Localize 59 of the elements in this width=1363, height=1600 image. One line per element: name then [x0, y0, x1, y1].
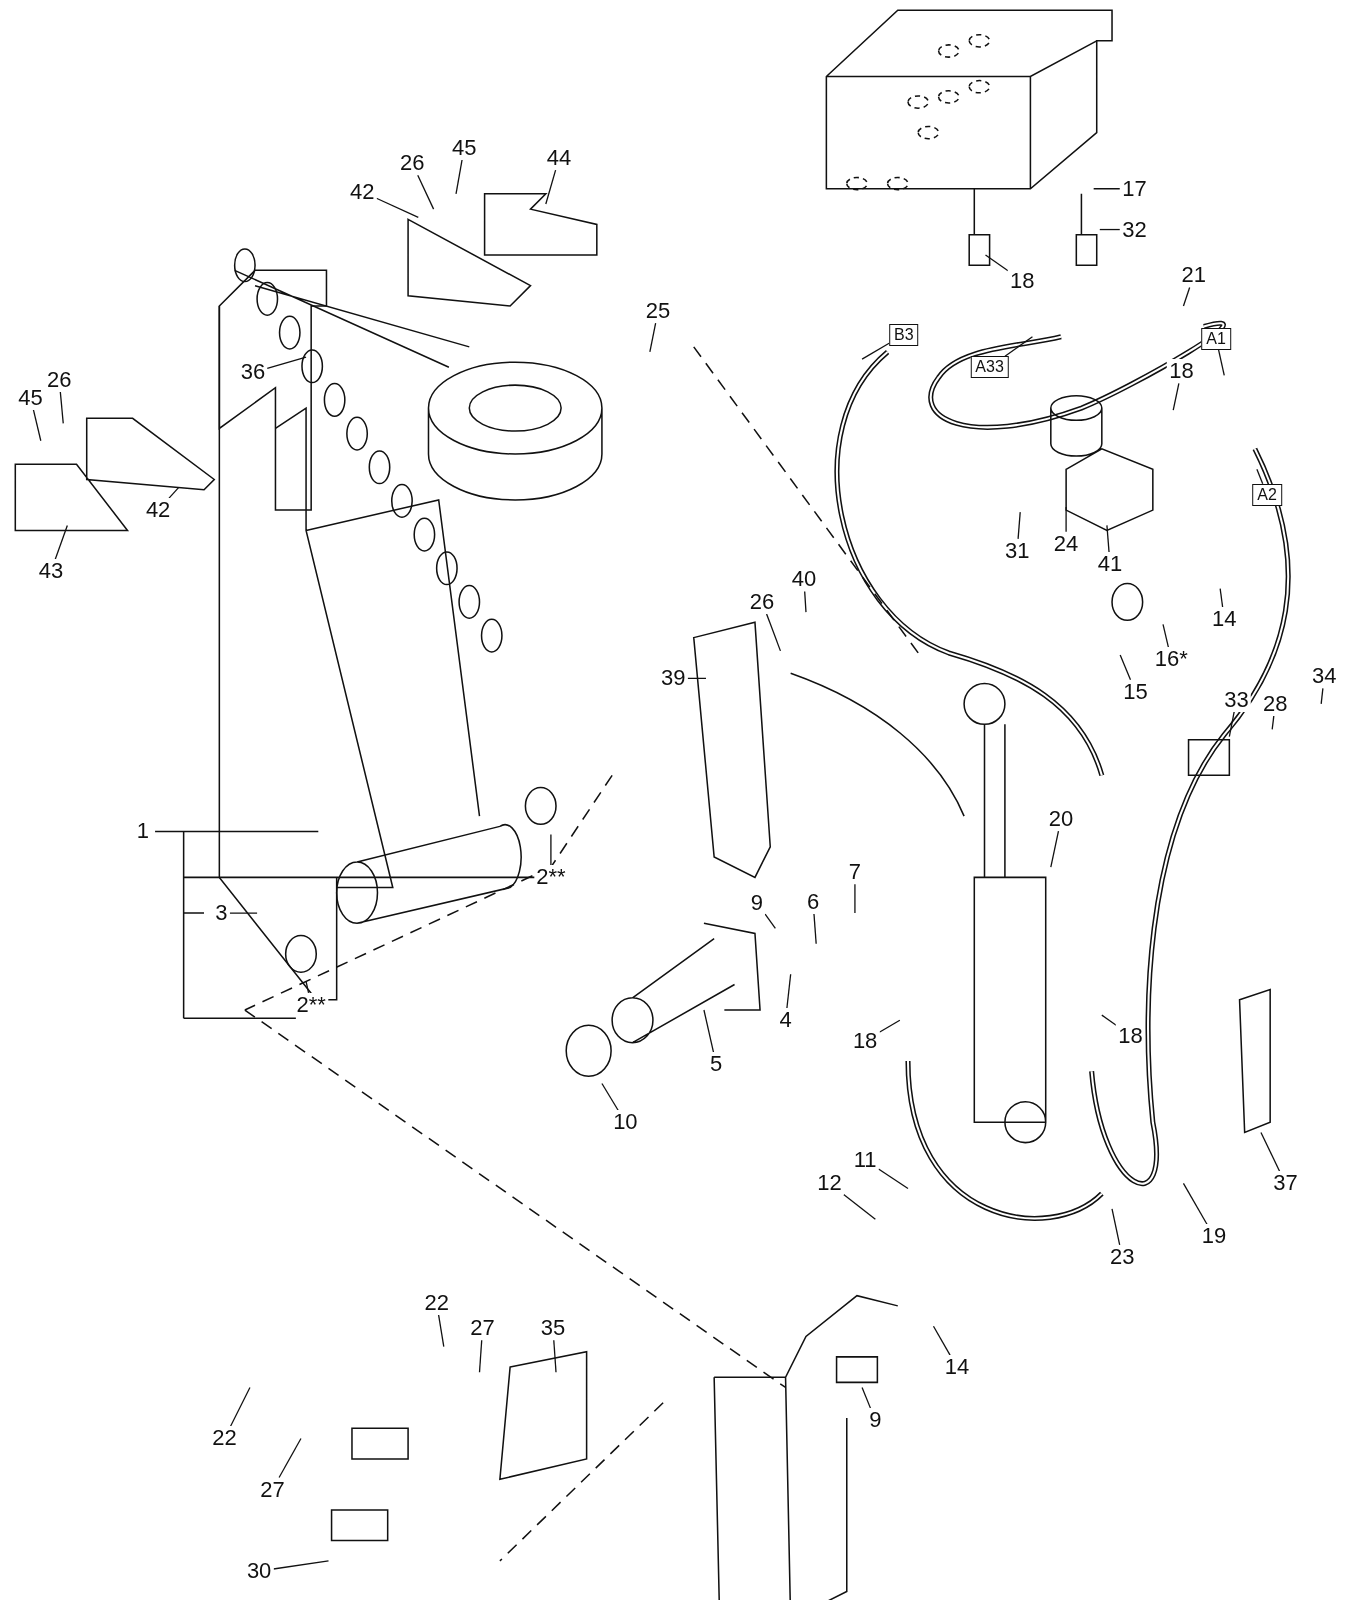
- leader-line: [786, 973, 792, 1009]
- leader-line: [843, 1193, 876, 1220]
- leader-line: [765, 613, 782, 652]
- leader-line: [1093, 188, 1121, 190]
- leader-line: [1119, 654, 1132, 681]
- leader-line: [1182, 286, 1191, 307]
- hose-tag: A33: [970, 356, 1009, 379]
- leader-line: [601, 1082, 619, 1111]
- leader-line: [1004, 336, 1034, 357]
- leader-line: [877, 1168, 909, 1190]
- leader-line: [550, 833, 552, 867]
- leader-line: [932, 1325, 951, 1356]
- leader-line: [1256, 468, 1264, 485]
- leader-line: [1101, 1014, 1117, 1026]
- leader-line: [813, 913, 817, 945]
- leader-line: [764, 913, 776, 930]
- leader-line: [878, 1019, 901, 1033]
- leader-line: [686, 677, 707, 680]
- leader-line: [1217, 349, 1225, 377]
- leader-line: [1320, 687, 1324, 705]
- leader-line: [984, 254, 1009, 272]
- leader-line: [455, 159, 463, 195]
- leader-line: [1228, 711, 1235, 738]
- leader-line: [854, 883, 856, 914]
- leader-line: [703, 1009, 715, 1053]
- leader-line: [375, 197, 419, 218]
- hose-tag: A2: [1252, 483, 1282, 506]
- leader-line: [305, 980, 310, 994]
- leader-line: [804, 590, 807, 613]
- leader-line: [1017, 511, 1021, 540]
- leader-line: [649, 322, 657, 353]
- hose-tag: A1: [1201, 327, 1231, 350]
- leader-line: [266, 356, 307, 369]
- hose-tag: B3: [889, 323, 919, 346]
- leader-line: [1050, 830, 1060, 868]
- leader-line: [1260, 1131, 1281, 1173]
- leader-line: [1065, 506, 1067, 533]
- leader-line: [1106, 524, 1110, 553]
- leader-line: [59, 390, 64, 425]
- leader-line: [861, 342, 890, 360]
- leader-line: [54, 524, 68, 560]
- leader-line: [478, 1339, 483, 1373]
- leader-line: [1111, 1208, 1121, 1246]
- leader-line: [553, 1339, 557, 1373]
- leader-line: [417, 174, 435, 210]
- leader-line: [1172, 382, 1180, 411]
- leader-line: [1182, 1182, 1208, 1226]
- leader-line: [32, 409, 42, 442]
- leader-line: [1099, 228, 1121, 231]
- leader-line: [229, 1386, 251, 1428]
- leader-line: [545, 169, 557, 205]
- leader-line: [1162, 623, 1169, 648]
- leader-line: [437, 1314, 445, 1348]
- leader-line: [1219, 588, 1224, 608]
- leader-line: [861, 1386, 872, 1409]
- leader-line: [272, 1560, 330, 1570]
- leader-line: [228, 912, 258, 914]
- leader-line: [168, 487, 180, 499]
- leader-line: [278, 1437, 302, 1479]
